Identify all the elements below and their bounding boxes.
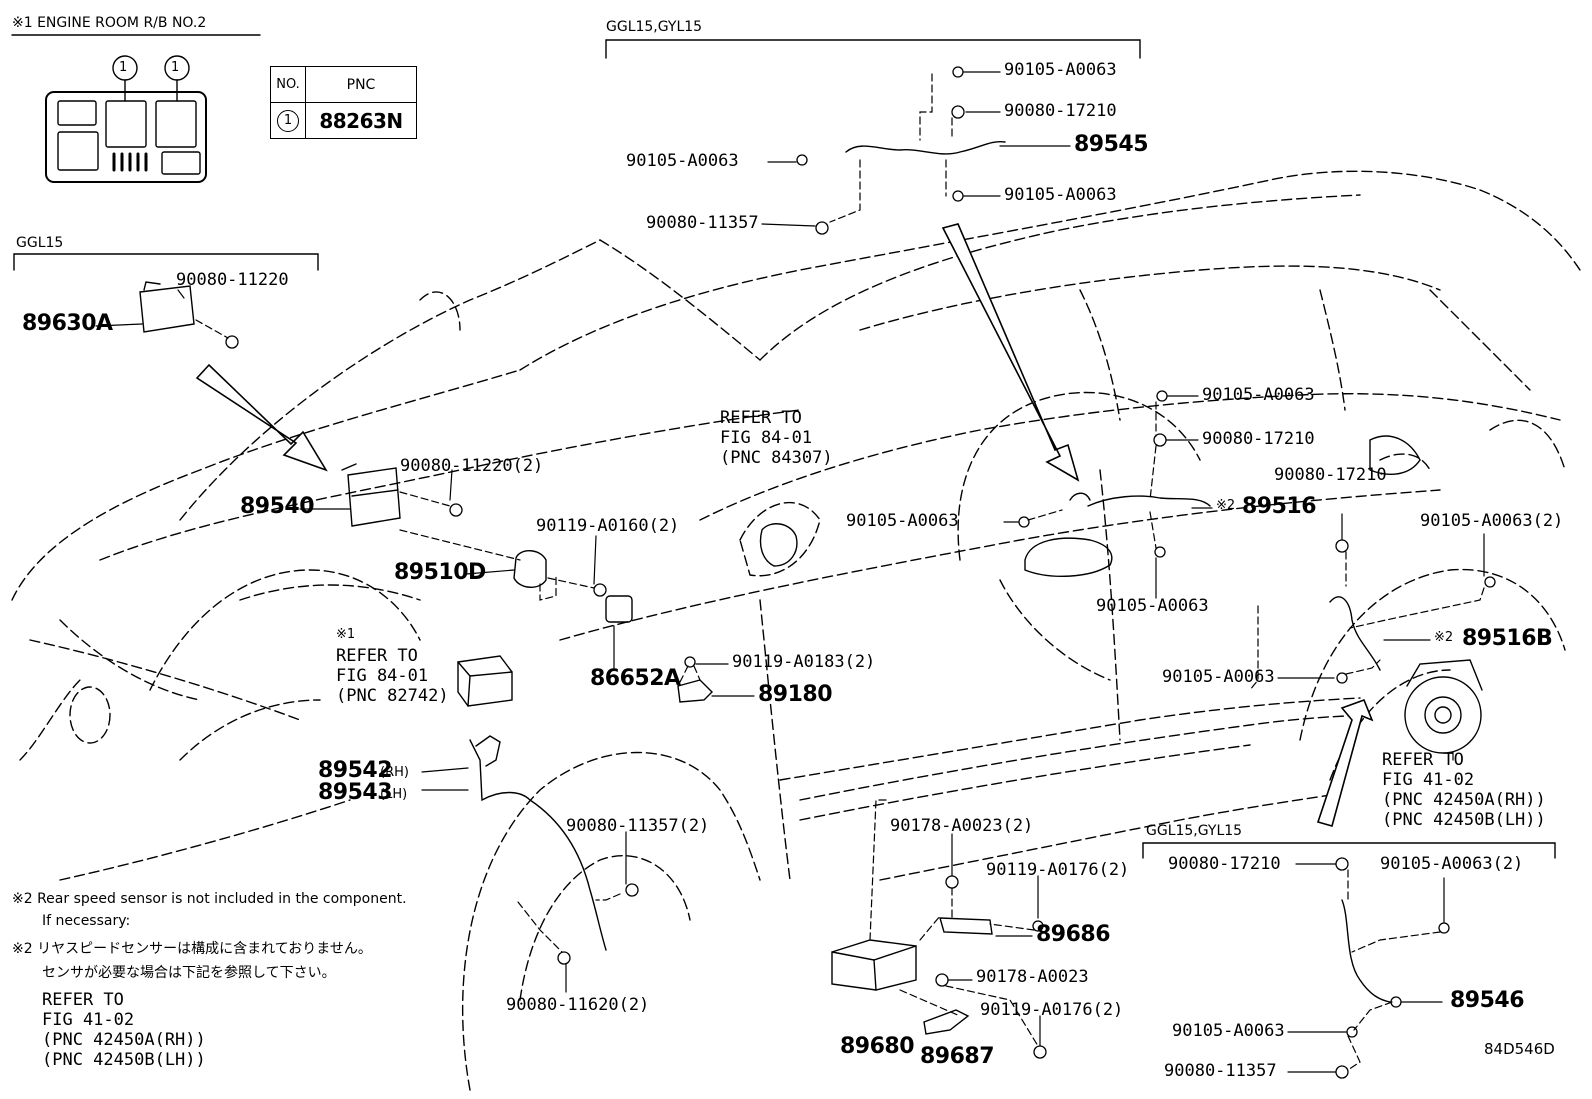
pnc-row-no-circle: 1 bbox=[277, 109, 299, 132]
part-90080-11357-2: 90080-11357(2) bbox=[566, 816, 710, 836]
note-jp-line2: センサが必要な場合は下記を参照して下さい。 bbox=[42, 965, 336, 981]
part-90105-A0063-top2: 90105-A0063 bbox=[1004, 185, 1117, 205]
part-90080-11220: 90080-11220 bbox=[176, 270, 289, 290]
part-89680: 89680 bbox=[840, 1034, 915, 1059]
note-en-line1: ※2 Rear speed sensor is not included in … bbox=[12, 891, 407, 907]
note-jp-line1: ※2 リヤスピードセンサーは構成に含まれておりません。 bbox=[12, 941, 372, 957]
part-90119-A0176-2-top: 90119-A0176(2) bbox=[986, 860, 1130, 880]
part-90080-11220-2: 90080-11220(2) bbox=[400, 456, 544, 476]
part-89687: 89687 bbox=[920, 1044, 995, 1069]
part-89180: 89180 bbox=[758, 682, 833, 707]
part-90119-A0183-2: 90119-A0183(2) bbox=[732, 652, 876, 672]
refer-fig84-pnc82742: REFER TO FIG 84-01 (PNC 82742) bbox=[336, 646, 449, 706]
group-label-ggl15: GGL15 bbox=[16, 235, 64, 251]
part-90105-A0063-left: 90105-A0063 bbox=[626, 151, 739, 171]
part-89516: 89516 bbox=[1242, 494, 1317, 519]
group-label-ggl15-gyl15-top: GGL15,GYL15 bbox=[606, 19, 703, 35]
part-90080-17210-mid: 90080-17210 bbox=[1202, 429, 1315, 449]
part-90105-A0063-bottom: 90105-A0063 bbox=[1172, 1021, 1285, 1041]
relay-box-callout-2: 1 bbox=[171, 60, 180, 75]
part-89543: 89543 bbox=[318, 780, 393, 805]
pnc-table-row-no: 1 bbox=[270, 102, 306, 139]
side-lh: (LH) bbox=[380, 787, 408, 802]
note-mark-89516B: ※2 bbox=[1434, 630, 1454, 645]
pnc-table-header-no: NO. bbox=[270, 66, 306, 103]
part-90105-A0063-door: 90105-A0063 bbox=[846, 511, 959, 531]
part-90119-A0160-2: 90119-A0160(2) bbox=[536, 516, 680, 536]
note-en-line2: If necessary: bbox=[42, 913, 131, 929]
refer-fig41-right: REFER TO FIG 41-02 (PNC 42450A(RH)) (PNC… bbox=[1382, 750, 1546, 830]
engine-room-header: ※1 ENGINE ROOM R/B NO.2 bbox=[12, 15, 207, 31]
part-90105-A0063-rear2: 90105-A0063 bbox=[1162, 667, 1275, 687]
part-90105-A0063-door2: 90105-A0063 bbox=[1096, 596, 1209, 616]
part-90119-A0176-2-bottom: 90119-A0176(2) bbox=[980, 1000, 1124, 1020]
part-90105-A0063-top: 90105-A0063 bbox=[1004, 60, 1117, 80]
part-89540: 89540 bbox=[240, 494, 315, 519]
figure-code: 84D546D bbox=[1484, 1040, 1555, 1058]
part-90105-A0063-2-bottom: 90105-A0063(2) bbox=[1380, 854, 1524, 874]
part-90080-17210-top: 90080-17210 bbox=[1004, 101, 1117, 121]
pnc-table-row-pnc: 88263N bbox=[305, 102, 417, 139]
pnc-table-header-pnc: PNC bbox=[305, 66, 417, 103]
refer-fig84-pnc82742-mark: ※1 bbox=[336, 627, 356, 642]
part-90178-A0023: 90178-A0023 bbox=[976, 967, 1089, 987]
part-90080-17210-bottom: 90080-17210 bbox=[1168, 854, 1281, 874]
part-89686: 89686 bbox=[1036, 922, 1111, 947]
part-89542: 89542 bbox=[318, 758, 393, 783]
part-90178-A0023-2: 90178-A0023(2) bbox=[890, 816, 1034, 836]
pnc-table: NO. PNC 1 88263N bbox=[270, 66, 417, 139]
part-90080-17210-rear: 90080-17210 bbox=[1274, 465, 1387, 485]
part-89630A: 89630A bbox=[22, 311, 113, 336]
part-90105-A0063-mid: 90105-A0063 bbox=[1202, 385, 1315, 405]
part-90080-11620-2: 90080-11620(2) bbox=[506, 995, 650, 1015]
part-89545: 89545 bbox=[1074, 132, 1149, 157]
side-rh: (RH) bbox=[380, 765, 409, 780]
part-86652A: 86652A bbox=[590, 666, 681, 691]
part-90080-11357-top: 90080-11357 bbox=[646, 213, 759, 233]
note-mark-89516: ※2 bbox=[1216, 498, 1236, 513]
part-89516B: 89516B bbox=[1462, 626, 1553, 651]
part-89510D: 89510D bbox=[394, 560, 486, 585]
note-refer: REFER TO FIG 41-02 (PNC 42450A(RH)) (PNC… bbox=[42, 990, 206, 1070]
refer-fig84-pnc84307: REFER TO FIG 84-01 (PNC 84307) bbox=[720, 408, 833, 468]
group-label-ggl15-gyl15-bottom: GGL15,GYL15 bbox=[1146, 823, 1243, 839]
relay-box-callout-1: 1 bbox=[119, 60, 128, 75]
part-90105-A0063-2-rear: 90105-A0063(2) bbox=[1420, 511, 1564, 531]
part-90080-11357-bottom: 90080-11357 bbox=[1164, 1061, 1277, 1081]
part-89546: 89546 bbox=[1450, 988, 1525, 1013]
